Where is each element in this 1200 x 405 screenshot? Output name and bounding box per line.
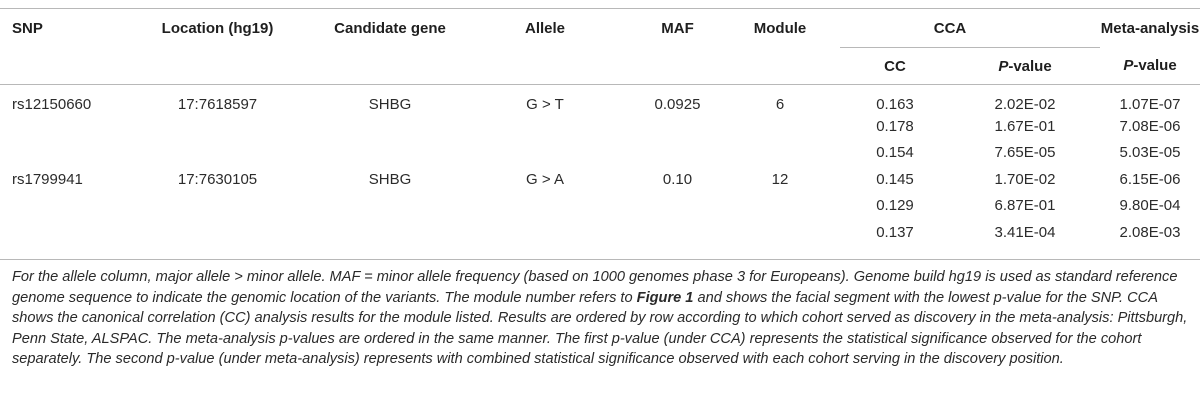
header-module: Module [753, 20, 807, 37]
cell-meta-pvalue: 1.07E-07 [1119, 95, 1181, 113]
header-cca-pvalue: P-value [950, 48, 1100, 85]
cell-cc: 0.129 [876, 197, 914, 215]
footnote-text-part2: and shows the facial segment with the lo… [12, 289, 1188, 368]
table-row: 0.154 7.65E-05 5.03E-05 [0, 140, 1200, 167]
meta-pvalue-italic-letter: P [1123, 57, 1134, 75]
cell-allele: G > A [526, 170, 564, 188]
cell-pvalue: 7.65E-05 [994, 144, 1056, 162]
cell-gene: SHBG [368, 95, 412, 113]
cell-meta-pvalue: 9.80E-04 [1119, 197, 1181, 215]
cell-meta-pvalue: 2.08E-03 [1119, 223, 1181, 241]
cell-allele: G > T [526, 95, 564, 113]
table-row: 0.137 3.41E-04 2.08E-03 [0, 219, 1200, 246]
cell-pvalue: 6.87E-01 [994, 197, 1056, 215]
header-snp: SNP [12, 20, 43, 37]
cell-cc: 0.178 [876, 117, 914, 135]
header-cc: CC [884, 57, 906, 75]
cell-maf: 0.0925 [654, 95, 701, 113]
header-location: Location (hg19) [161, 20, 274, 37]
cell-module: 6 [775, 95, 785, 113]
header-row-sub: CC P-value P-value [0, 48, 1200, 85]
table-row: rs12150660 17:7618597 SHBG G > T 0.0925 … [0, 85, 1200, 113]
cell-gene: SHBG [368, 170, 412, 188]
footnote-text-part1: For the allele column, major allele > mi… [12, 269, 1178, 306]
meta-pvalue-suffix: -value [1133, 57, 1177, 75]
cell-cc: 0.137 [876, 223, 914, 241]
cell-meta-pvalue: 6.15E-06 [1119, 170, 1181, 188]
cell-location: 17:7630105 [177, 170, 258, 188]
cell-maf: 0.10 [662, 170, 693, 188]
table-footnote: For the allele column, major allele > mi… [12, 267, 1192, 370]
header-meta-pvalue: P-value [1100, 48, 1200, 85]
header-allele: Allele [524, 20, 566, 37]
table-top-rule [0, 8, 1200, 9]
cell-location: 17:7618597 [177, 95, 258, 113]
pvalue-italic-letter: P [998, 57, 1009, 75]
cell-cc: 0.154 [876, 144, 914, 162]
table-bottom-rule [0, 259, 1200, 260]
cell-pvalue: 1.67E-01 [994, 117, 1056, 135]
table-row: 0.129 6.87E-01 9.80E-04 [0, 193, 1200, 220]
cell-snp: rs12150660 [12, 95, 92, 113]
cell-snp: rs1799941 [12, 170, 83, 188]
header-cca: CCA [840, 9, 1100, 48]
header-maf: MAF [661, 20, 694, 37]
results-table: SNP Location (hg19) Candidate gene Allel… [0, 9, 1200, 246]
table-row: 0.178 1.67E-01 7.08E-06 [0, 113, 1200, 140]
figure-reference-link[interactable]: Figure 1 [636, 289, 694, 306]
cell-cc: 0.145 [876, 170, 914, 188]
cell-cc: 0.163 [876, 95, 914, 113]
cell-module: 12 [771, 170, 789, 188]
table-row: rs1799941 17:7630105 SHBG G > A 0.10 12 … [0, 166, 1200, 193]
header-row-top: SNP Location (hg19) Candidate gene Allel… [0, 9, 1200, 48]
results-table-container: SNP Location (hg19) Candidate gene Allel… [0, 8, 1200, 246]
header-candidate-gene: Candidate gene [334, 20, 446, 37]
cell-pvalue: 1.70E-02 [994, 170, 1056, 188]
cell-pvalue: 3.41E-04 [994, 223, 1056, 241]
header-meta-analysis: Meta-analysis [1100, 19, 1200, 37]
pvalue-suffix: -value [1008, 57, 1052, 75]
cell-meta-pvalue: 5.03E-05 [1119, 144, 1181, 162]
cell-pvalue: 2.02E-02 [994, 95, 1056, 113]
cell-meta-pvalue: 7.08E-06 [1119, 117, 1181, 135]
